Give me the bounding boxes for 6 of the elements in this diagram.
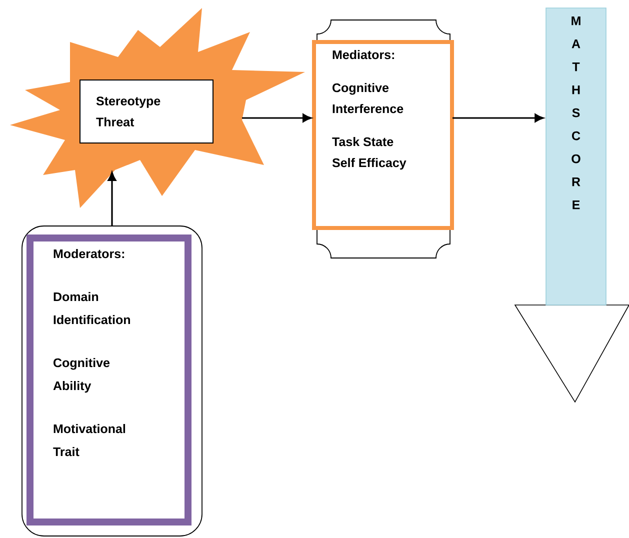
arrow <box>108 172 116 226</box>
arrow <box>242 114 312 122</box>
process-box: Stereotype Threat <box>80 80 214 144</box>
arrow <box>452 114 544 122</box>
moderator-box: Moderators: Domain Identification Cognitive Ability Motivational Trait <box>26 234 192 526</box>
mediator-box: Mediators: Cognitive Interference Task State Self Efficacy <box>312 40 454 230</box>
